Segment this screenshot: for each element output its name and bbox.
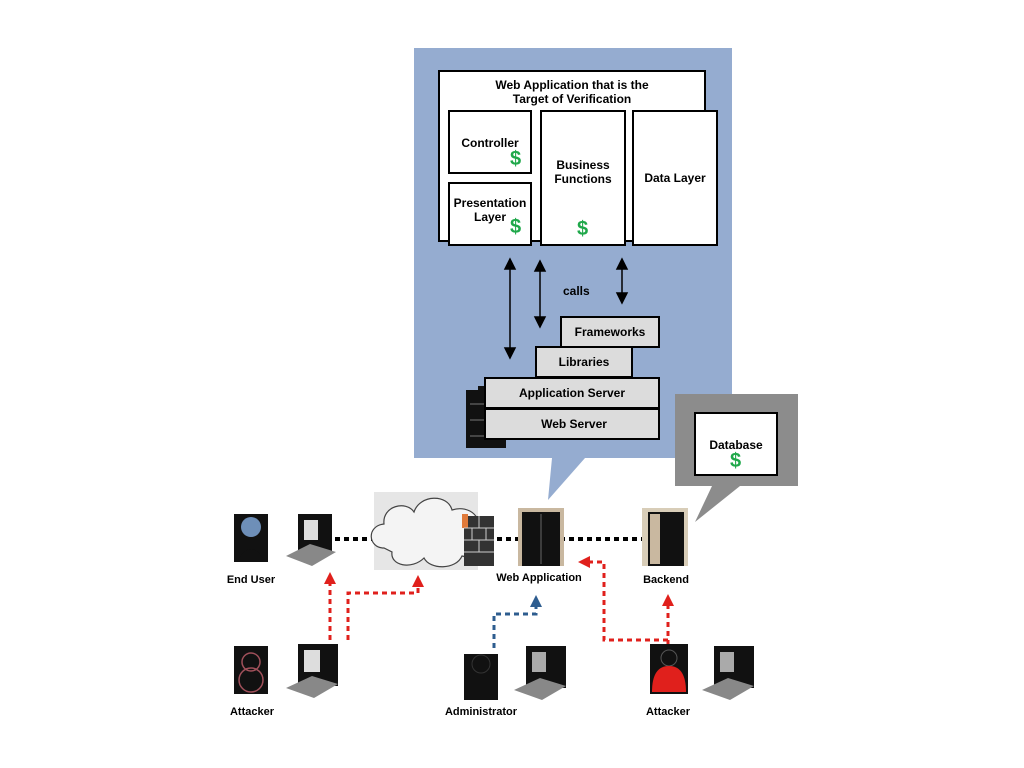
- end-user-icon: [234, 514, 268, 562]
- attacker-right-icon: [650, 644, 688, 694]
- libraries-box: Libraries: [535, 346, 633, 378]
- data-layer-box: Data Layer: [632, 110, 718, 246]
- attacker-right-caption: Attacker: [645, 706, 691, 718]
- attacker-left-computer-icon: [286, 644, 338, 698]
- application-server-label: Application Server: [518, 386, 626, 400]
- administrator-computer-icon: [514, 646, 566, 700]
- administrator-icon: [464, 654, 498, 700]
- database-box: Database: [694, 412, 778, 476]
- presentation-box: Presentation Layer: [448, 182, 532, 246]
- business-money-icon: $: [577, 218, 589, 240]
- web-application-server-icon: [518, 508, 564, 566]
- database-label: Database: [709, 438, 763, 452]
- web-server-label: Web Server: [541, 417, 607, 431]
- frameworks-box: Frameworks: [560, 316, 660, 348]
- internet-cloud-icon: [370, 492, 481, 570]
- database-money-icon: $: [730, 450, 742, 472]
- call-arrows: [503, 257, 629, 360]
- frameworks-label: Frameworks: [574, 325, 646, 339]
- backend-caption: Backend: [643, 574, 689, 586]
- administrator-caption: Administrator: [444, 706, 518, 718]
- attacker-right-computer-icon: [702, 646, 754, 700]
- controller-box: Controller: [448, 110, 532, 174]
- admin-path: [492, 606, 538, 648]
- end-user-caption: End User: [226, 574, 276, 586]
- data-layer-label: Data Layer: [644, 171, 706, 185]
- calls-label: calls: [563, 284, 590, 298]
- backend-server-icon: [642, 508, 688, 566]
- presentation-money-icon: $: [510, 216, 522, 238]
- web-application-caption: Web Application: [496, 572, 582, 584]
- business-functions-box: Business Functions: [540, 110, 626, 246]
- business-functions-label: Business Functions: [554, 158, 612, 186]
- end-user-computer-icon: [286, 514, 336, 566]
- firewall-icon: [462, 514, 494, 566]
- web-server-box: Web Server: [484, 408, 660, 440]
- attack-path-left: [328, 582, 420, 640]
- attack-path-right: [588, 560, 670, 645]
- controller-money-icon: $: [510, 148, 522, 170]
- controller-label: Controller: [461, 136, 519, 150]
- webapp-title: Web Application that is the Target of Ve…: [495, 78, 649, 106]
- attacker-left-caption: Attacker: [229, 706, 275, 718]
- libraries-label: Libraries: [558, 355, 610, 369]
- attacker-left-icon: [234, 646, 268, 694]
- application-server-box: Application Server: [484, 377, 660, 409]
- presentation-label: Presentation Layer: [453, 196, 527, 224]
